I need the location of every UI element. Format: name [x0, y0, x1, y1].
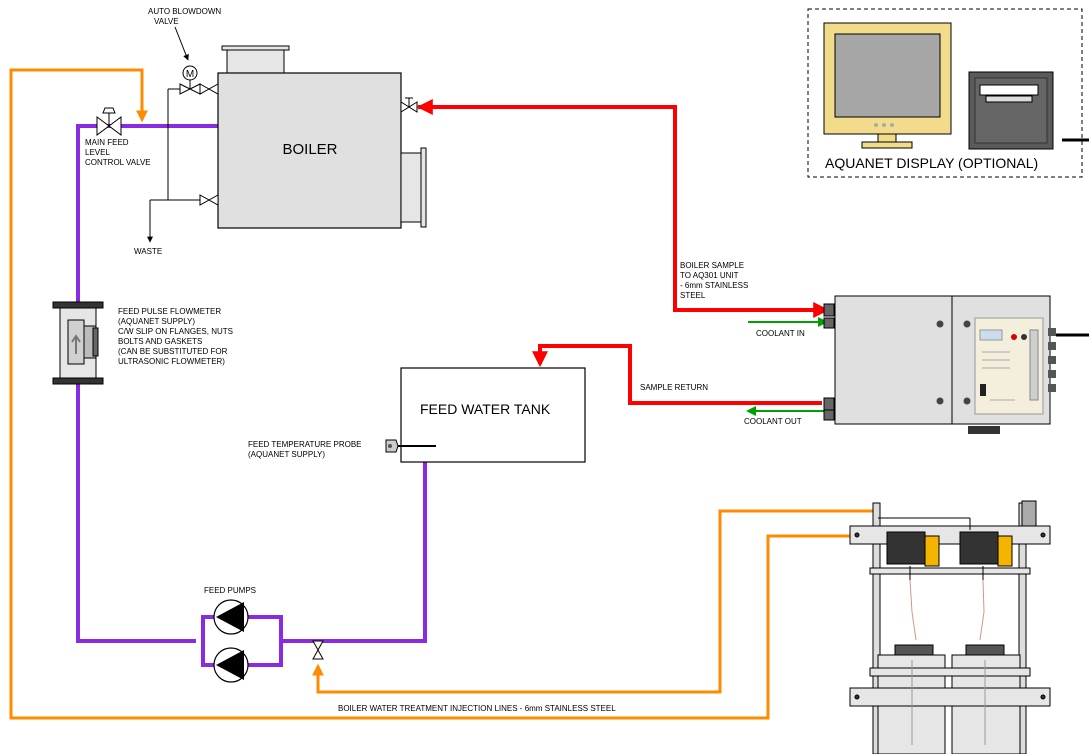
boiler: BOILER: [217, 45, 427, 229]
aq301-unit: [823, 295, 1089, 434]
injection-line-outer: [9, 68, 860, 720]
flowmeter-label-4: BOLTS AND GASKETS: [118, 337, 202, 346]
feed-pump-1: [213, 599, 249, 635]
flowmeter-label-5: (CAN BE SUBSTITUTED FOR: [118, 347, 228, 356]
motor-symbol: M: [186, 69, 194, 80]
main-feed-label-2: LEVEL: [85, 148, 110, 157]
waste-label: WASTE: [134, 247, 162, 256]
feed-temperature-probe: [385, 439, 436, 453]
flowmeter-label-3: C/W SLIP ON FLANGES, NUTS: [118, 327, 233, 336]
flowmeter-label-6: ULTRASONIC FLOWMETER): [118, 357, 225, 366]
flowmeter-label-2: (AQUANET SUPPLY): [118, 317, 195, 326]
auto-blowdown-valve: AUTO BLOWDOWN VALVE M: [148, 7, 221, 200]
feed-pumps-label: FEED PUMPS: [204, 586, 256, 595]
coolant-in-label: COOLANT IN: [756, 329, 805, 338]
feed-pump-2: [213, 647, 249, 683]
boiler-sample-valve: [400, 97, 418, 113]
feed-water-tank-label: FEED WATER TANK: [420, 401, 551, 417]
injection-lines-label: BOILER WATER TREATMENT INJECTION LINES -…: [338, 704, 616, 713]
auto-blowdown-label-1: AUTO BLOWDOWN: [148, 7, 221, 16]
temp-probe-label-2: (AQUANET SUPPLY): [248, 450, 325, 459]
injection-line-inner: [316, 509, 876, 694]
aquanet-display-label: AQUANET DISPLAY (OPTIONAL): [825, 155, 1038, 171]
sample-return-line: [538, 344, 822, 405]
boiler-sample-label-1: BOILER SAMPLE: [680, 261, 744, 270]
main-feed-label-1: MAIN FEED: [85, 138, 129, 147]
bottom-blowdown-valve: [150, 194, 219, 206]
temp-probe-label-1: FEED TEMPERATURE PROBE: [248, 440, 362, 449]
dosing-pump-stand: [849, 500, 1051, 754]
boiler-sample-label-3: - 6mm STAINLESS: [680, 281, 748, 290]
main-feed-label-3: CONTROL VALVE: [85, 158, 151, 167]
feed-pulse-flowmeter: [52, 301, 104, 385]
sample-return-label: SAMPLE RETURN: [640, 383, 708, 392]
flowmeter-label-1: FEED PULSE FLOWMETER: [118, 307, 221, 316]
main-feed-control-valve: [96, 107, 122, 136]
boiler-sample-label-4: STEEL: [680, 291, 706, 300]
feed-water-tank: FEED WATER TANK: [400, 367, 586, 463]
boiler-sample-label-2: TO AQ301 UNIT: [680, 271, 739, 280]
feed-line-upper: [76, 124, 218, 304]
injection-check-valve: [312, 640, 324, 660]
aquanet-display: AQUANET DISPLAY (OPTIONAL): [807, 8, 1089, 178]
auto-blowdown-label-2: VALVE: [154, 17, 179, 26]
feed-line-to-tank: [281, 462, 427, 643]
coolant-out-label: COOLANT OUT: [744, 417, 802, 426]
sample-piping: [418, 105, 822, 405]
boiler-sample-line: [418, 105, 822, 312]
boiler-label: BOILER: [282, 141, 337, 158]
feed-line-lower: [76, 384, 196, 643]
